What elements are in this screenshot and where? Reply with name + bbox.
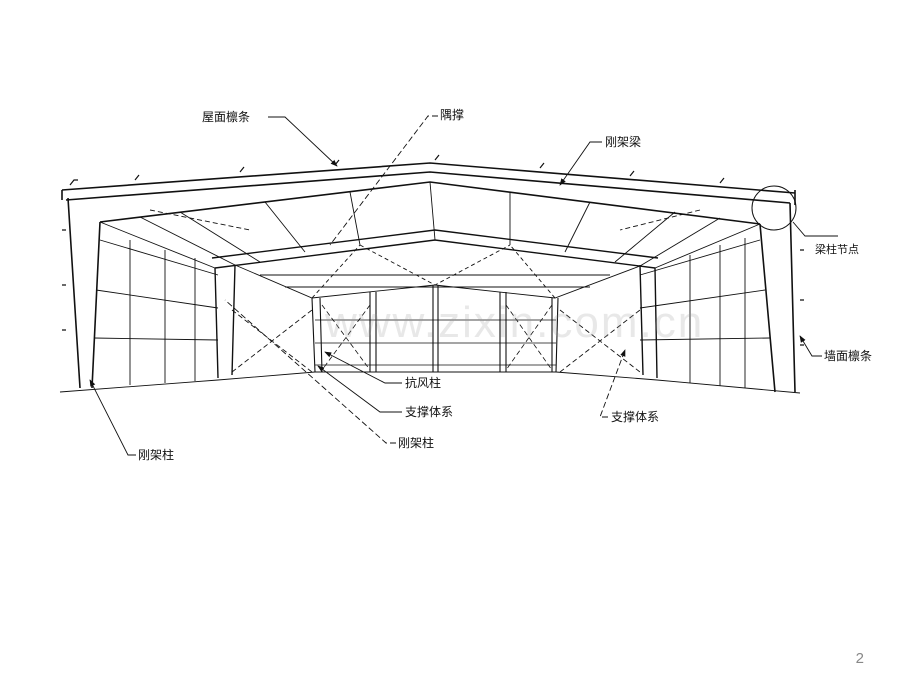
- leader-lines: [89, 115, 838, 456]
- label-roof-purlin: 屋面檩条: [202, 110, 251, 124]
- label-frame-column-center: 刚架柱: [398, 436, 435, 450]
- label-knee-brace: 隅撑: [440, 108, 465, 122]
- front-frame: [61, 162, 796, 393]
- side-walls: [59, 238, 801, 394]
- label-wind-column: 抗风柱: [405, 376, 442, 390]
- label-bracing-system-right: 支撑体系: [611, 410, 660, 424]
- label-frame-beam: 刚架梁: [605, 135, 642, 149]
- back-frame: [211, 229, 659, 379]
- roof-purlin-cleats: [62, 154, 804, 346]
- label-wall-purlin: 墙面檩条: [824, 349, 873, 363]
- watermark: www.zixin.com.cn: [325, 298, 705, 347]
- end-wall: [311, 285, 559, 373]
- label-bracing-system-left: 支撑体系: [405, 405, 454, 419]
- page-number: 2: [855, 650, 864, 667]
- label-frame-column-left: 刚架柱: [138, 448, 175, 462]
- beam-column-joint-highlight: [751, 185, 797, 231]
- label-beam-column-joint: 梁柱节点: [815, 243, 859, 256]
- roof-rafters-and-purlins: [99, 181, 761, 299]
